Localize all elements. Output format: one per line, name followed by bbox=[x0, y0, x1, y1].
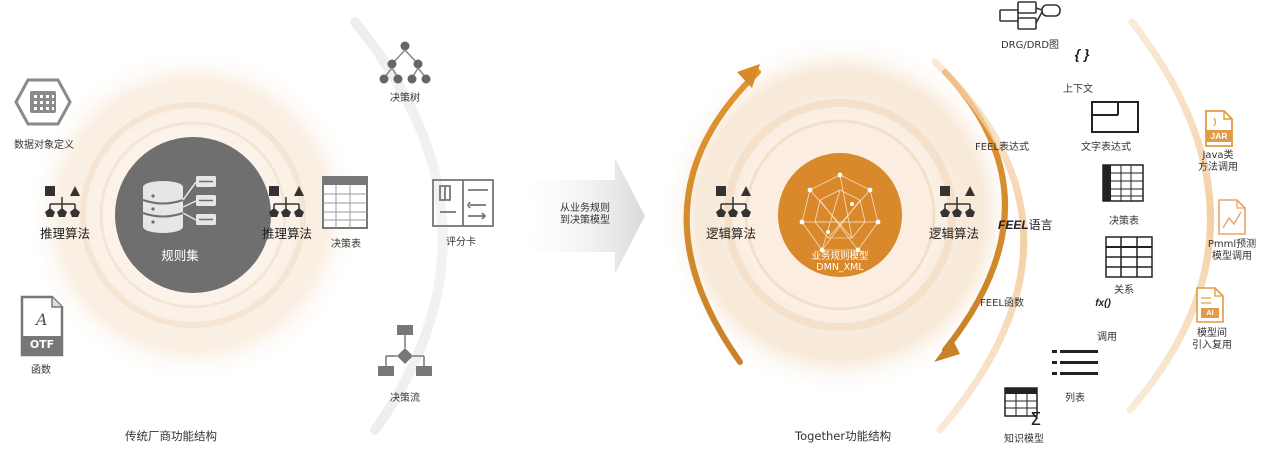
java-line2: 方法调用 bbox=[1198, 162, 1238, 173]
decision-table-label-right: 决策表 bbox=[1109, 216, 1139, 227]
text-expression-label: 文字表达式 bbox=[1081, 142, 1131, 153]
ai-file-icon bbox=[1196, 287, 1224, 323]
arrow-text-line2: 到决策模型 bbox=[560, 215, 610, 226]
peach-arc-1 bbox=[931, 58, 1028, 434]
model-reuse-label: 模型间 引入复用 bbox=[1192, 328, 1232, 352]
orange-arc-left bbox=[683, 69, 761, 365]
peach-arc-2 bbox=[1126, 18, 1214, 414]
logic-algorithm-label-left: 逻辑算法 bbox=[706, 226, 757, 241]
java-label: Java类 方法调用 bbox=[1198, 150, 1238, 174]
context-label: 上下文 bbox=[1063, 84, 1093, 95]
decision-flow-icon bbox=[378, 325, 432, 376]
svg-text:A: A bbox=[34, 310, 48, 329]
arrow-text-line1: 从业务规则 bbox=[560, 203, 610, 214]
right-caption: Together功能结构 bbox=[795, 429, 892, 443]
logic-algorithm-label-right: 逻辑算法 bbox=[929, 226, 980, 241]
decision-table-label-left: 决策表 bbox=[331, 239, 361, 250]
list-icon bbox=[1052, 350, 1098, 375]
decision-flow-label: 决策流 bbox=[390, 393, 420, 404]
web-nodes bbox=[799, 172, 881, 253]
list-label: 列表 bbox=[1065, 393, 1085, 404]
feel-function-label: FEEL函数 bbox=[980, 298, 1024, 309]
text-expression-icon bbox=[1091, 101, 1139, 133]
inference-algorithm-label-right: 推理算法 bbox=[262, 226, 313, 241]
ruleset-circle bbox=[115, 137, 271, 293]
pmml-label: Pmml预测 模型调用 bbox=[1208, 239, 1256, 263]
decision-table-icon-left bbox=[322, 176, 368, 229]
data-object-icon bbox=[14, 78, 72, 126]
relation-label: 关系 bbox=[1114, 285, 1134, 296]
java-line1: Java类 bbox=[1202, 150, 1234, 161]
jar-text: JAR bbox=[1210, 131, 1228, 141]
database-icon bbox=[142, 176, 216, 233]
knowledge-model-icon: Σ bbox=[1004, 387, 1041, 430]
model-line1: 模型间 bbox=[1197, 328, 1227, 339]
scorecard-icon bbox=[432, 179, 494, 227]
function-file-icon: A bbox=[20, 295, 64, 357]
decision-tree-icon bbox=[379, 41, 431, 84]
dmn-model-circle bbox=[778, 153, 902, 277]
drg-drd-icon bbox=[999, 1, 1061, 30]
feel-lang-rest: 语言 bbox=[1028, 218, 1053, 232]
left-caption: 传统厂商功能结构 bbox=[125, 429, 217, 443]
dmn-model-line1: 业务规则模型 bbox=[811, 251, 869, 262]
algorithm-icon-left bbox=[45, 186, 80, 217]
drg-drd-label: DRG/DRD图 bbox=[1000, 40, 1060, 51]
otf-text: OTF bbox=[29, 338, 55, 351]
inference-algorithm-label-left: 推理算法 bbox=[40, 226, 91, 241]
jar-file-icon bbox=[1205, 110, 1233, 147]
dmn-model-label: 业务规则模型 DMN_XML bbox=[811, 251, 868, 273]
pmml-line1: Pmml预测 bbox=[1207, 239, 1257, 250]
web-graphic bbox=[801, 174, 879, 251]
feel-bold: FEEL bbox=[998, 218, 1029, 232]
model-line2: 引入复用 bbox=[1192, 340, 1232, 351]
ai-text: AI bbox=[1206, 308, 1214, 317]
context-icon: { } bbox=[1074, 46, 1090, 62]
arrow-text: 从业务规则 到决策模型 bbox=[560, 203, 610, 227]
decision-tree-label: 决策树 bbox=[390, 93, 420, 104]
relation-icon bbox=[1105, 236, 1153, 278]
decision-table-icon-right bbox=[1102, 164, 1144, 202]
invoke-label: 调用 bbox=[1097, 332, 1117, 343]
fx-icon: fx() bbox=[1095, 298, 1111, 309]
ruleset-label: 规则集 bbox=[161, 248, 199, 263]
data-object-label: 数据对象定义 bbox=[14, 140, 74, 151]
feel-language-label: FEEL语言 bbox=[998, 216, 1053, 233]
transform-arrow bbox=[520, 158, 645, 274]
dmn-model-line2: DMN_XML bbox=[816, 262, 864, 273]
svg-text:Σ: Σ bbox=[1030, 409, 1041, 430]
feel-expression-label: FEEL表达式 bbox=[975, 142, 1029, 153]
pmml-file-icon bbox=[1218, 199, 1246, 235]
pmml-line2: 模型调用 bbox=[1211, 251, 1252, 262]
function-label: 函数 bbox=[31, 365, 51, 376]
scorecard-label: 评分卡 bbox=[446, 237, 476, 248]
knowledge-model-label: 知识模型 bbox=[1004, 434, 1044, 445]
